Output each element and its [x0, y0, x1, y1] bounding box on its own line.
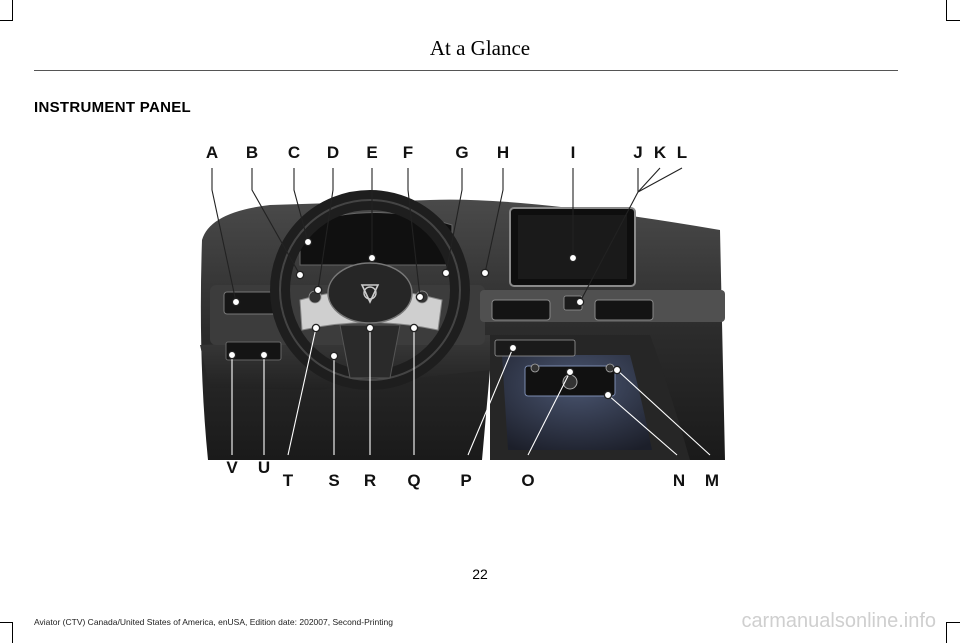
callout-leaders-bottom: [231, 327, 711, 456]
crop-mark: [12, 0, 13, 20]
callout-u: U: [258, 458, 270, 477]
edition-info: Aviator (CTV) Canada/United States of Am…: [34, 617, 393, 627]
crop-mark: [946, 622, 947, 643]
callout-i: I: [571, 143, 576, 162]
page-number: 22: [472, 566, 488, 582]
callout-j: J: [633, 143, 642, 162]
callout-c: C: [288, 143, 300, 162]
crop-mark: [946, 622, 960, 623]
callout-r: R: [364, 471, 376, 490]
callout-f: F: [403, 143, 413, 162]
callout-q: Q: [407, 471, 420, 490]
callout-m: M: [705, 471, 719, 490]
page-header-title: At a Glance: [429, 36, 531, 60]
callout-letters-top: A B C D E F G H I J K L: [206, 143, 687, 162]
crop-mark: [0, 20, 13, 21]
instrument-panel-figure: A B C D E F G H I J K L V U T S R Q P O …: [200, 143, 725, 490]
callout-b: B: [246, 143, 258, 162]
callout-p: P: [460, 471, 471, 490]
callout-g: G: [455, 143, 468, 162]
callout-s: S: [328, 471, 339, 490]
callout-dots: [227, 237, 622, 400]
callout-n: N: [673, 471, 685, 490]
callout-t: T: [283, 471, 294, 490]
callout-d: D: [327, 143, 339, 162]
watermark: carmanualsonline.info: [741, 610, 936, 632]
callout-leaders-top: [211, 167, 683, 303]
crop-mark: [946, 0, 947, 20]
callout-a: A: [206, 143, 218, 162]
crop-mark: [12, 622, 13, 643]
callout-l: L: [677, 143, 687, 162]
dashboard-illustration: [200, 190, 725, 460]
header-divider: [34, 70, 898, 71]
callout-o: O: [521, 471, 534, 490]
callout-h: H: [497, 143, 509, 162]
callout-k: K: [654, 143, 667, 162]
crop-mark: [946, 20, 960, 21]
callout-letters-bottom: V U T S R Q P O N M: [226, 458, 719, 490]
crop-mark: [0, 622, 13, 623]
callout-e: E: [366, 143, 377, 162]
section-heading: INSTRUMENT PANEL: [34, 99, 192, 116]
callout-v: V: [226, 458, 238, 477]
